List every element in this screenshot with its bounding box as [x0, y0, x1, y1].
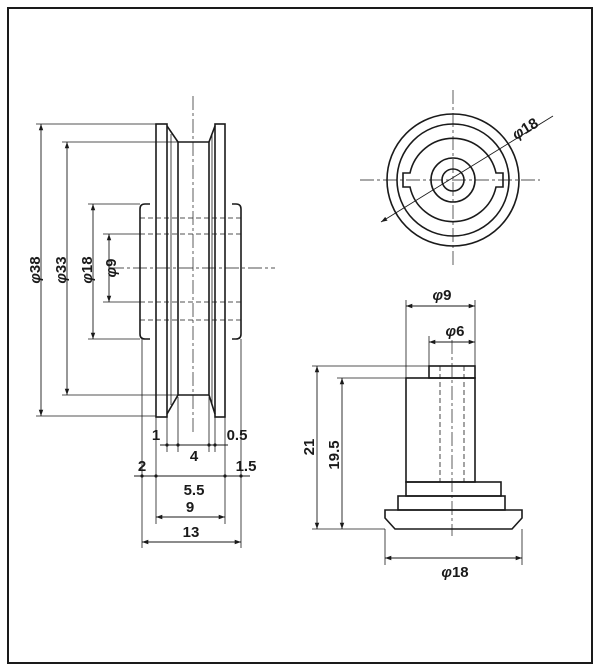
dim-label-w15: 1.5 [236, 458, 257, 475]
axle-body [405, 377, 476, 483]
front-bore-circle [441, 168, 465, 192]
axle-dim-label-h195: 19.5 [326, 440, 343, 469]
dim-label-d38: φ38 [27, 256, 44, 283]
wheel-hub [139, 203, 242, 340]
dim-label-w05: 0.5 [227, 427, 248, 444]
dim-label-w1: 1 [152, 427, 160, 444]
front-flange-circle [396, 123, 510, 237]
dim-label-d33: φ33 [53, 256, 70, 283]
axle-view: φ9 φ6 21 19.5 φ18 [301, 287, 523, 581]
front-dim-label-d18: φ18 [509, 115, 541, 144]
axle-dim-label-d9: φ9 [433, 287, 452, 304]
axle-base-upper [397, 495, 506, 511]
dim-label-w9: 9 [186, 499, 194, 516]
wheel-side-view: φ38 φ33 φ18 φ9 1 4 0.5 [27, 96, 275, 548]
dim-label-w13: 13 [183, 524, 200, 541]
front-outer-circle [386, 113, 520, 247]
front-dim-leader [380, 115, 554, 223]
wheel-right-flange [214, 123, 226, 418]
dim-label-d9: φ9 [103, 259, 120, 278]
dim-label-w2: 2 [138, 458, 146, 475]
dim-label-w4: 4 [190, 448, 199, 465]
axle-collar [405, 481, 502, 497]
axle-base-flange [384, 509, 523, 530]
front-inner-circle [430, 157, 476, 203]
drawing-frame [7, 7, 593, 664]
front-hub-with-keys [402, 137, 504, 223]
wheel-left-flange [155, 123, 168, 418]
dim-label-d18: φ18 [79, 256, 96, 283]
dim-label-w55: 5.5 [184, 482, 205, 499]
wheel-groove [166, 125, 216, 415]
wheel-front-view: φ18 [360, 90, 554, 268]
axle-dim-label-d6: φ6 [446, 323, 465, 340]
axle-dim-label-h21: 21 [301, 439, 318, 456]
axle-dim-label-d18: φ18 [441, 564, 468, 581]
